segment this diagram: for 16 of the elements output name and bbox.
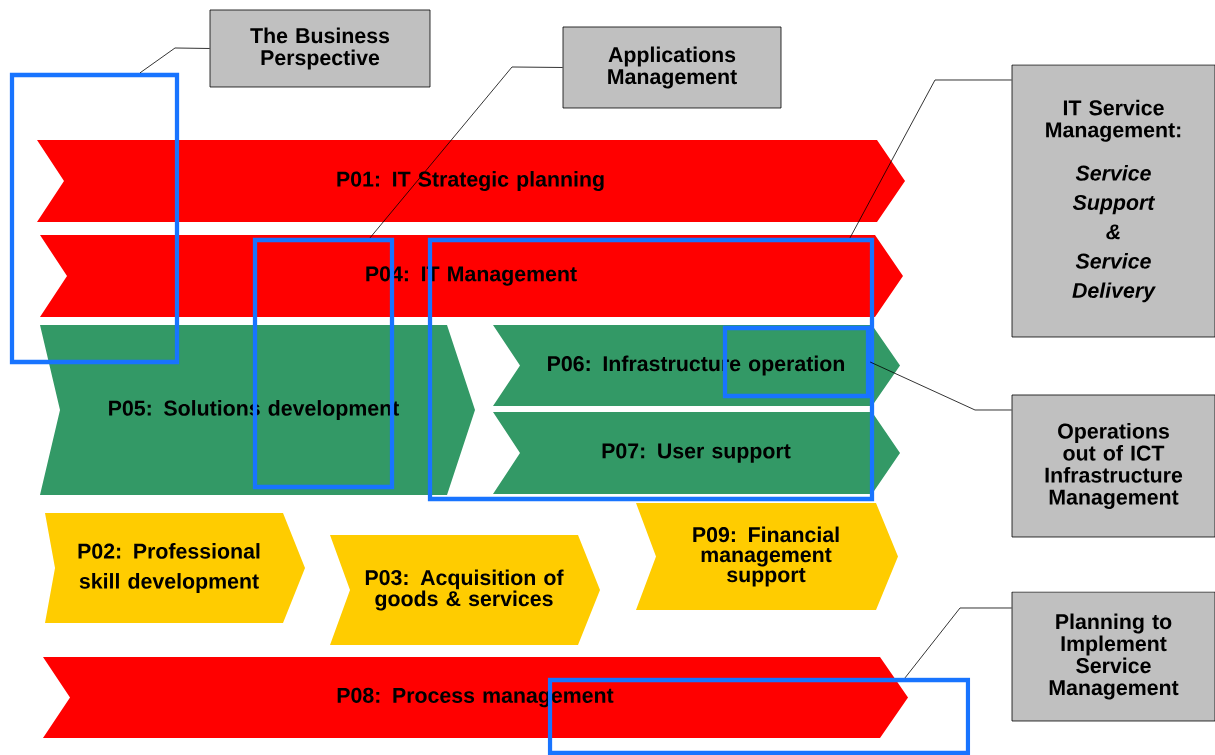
process-banner: P09: Financial management support [636,503,898,610]
process-banner: P02: Professional skill development [45,513,305,623]
process-banner: P03: Acquisition of goods & services [330,535,600,645]
callout-box: Planning to Implement Service Management [1011,591,1215,722]
leader-line [369,66,563,239]
highlight-frame [9,72,180,365]
callout-box: IT Service Management: Service Support & Service Delivery [1011,64,1215,338]
callout-box: The Business Perspective [209,9,431,88]
leader-line [904,607,1012,679]
leader-line [139,47,210,74]
leader-line [849,79,1012,239]
process-banner: P07: User support [493,412,900,494]
callout-box: Applications Management [562,26,782,109]
leader-line [869,361,1012,411]
callout-box: Operations out of ICT Infrastructure Management [1011,394,1215,538]
process-banner: P01: IT Strategic planning [37,140,905,222]
